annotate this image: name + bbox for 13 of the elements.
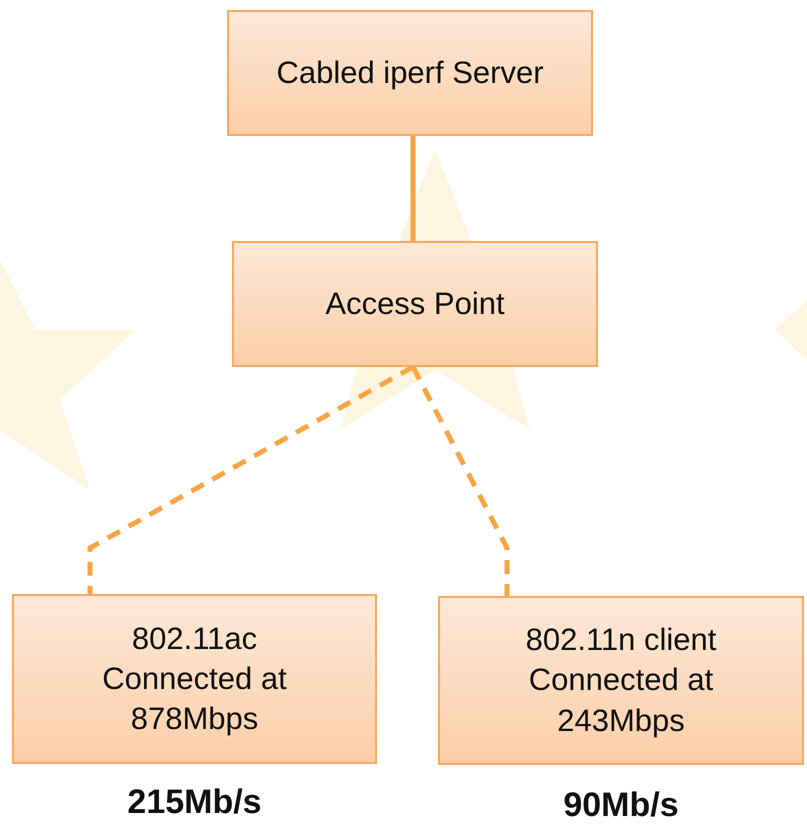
throughput-label: 215Mb/s (126, 783, 263, 822)
throughput-label: 90Mb/s (562, 786, 680, 825)
dashed-connector (410, 366, 510, 596)
process-box (438, 596, 804, 765)
box-label: 802.11n client Connected at 243Mbps (524, 621, 718, 740)
box-label: Cabled iperf Server (276, 54, 544, 92)
box-label: Access Point (325, 284, 505, 323)
dashed-connector (88, 364, 414, 594)
process-box (12, 594, 377, 764)
box-label: 802.11ac Connected at 878Mbps (101, 620, 288, 738)
process-box (232, 241, 598, 367)
connector-line (410, 136, 416, 241)
process-box (227, 10, 593, 136)
